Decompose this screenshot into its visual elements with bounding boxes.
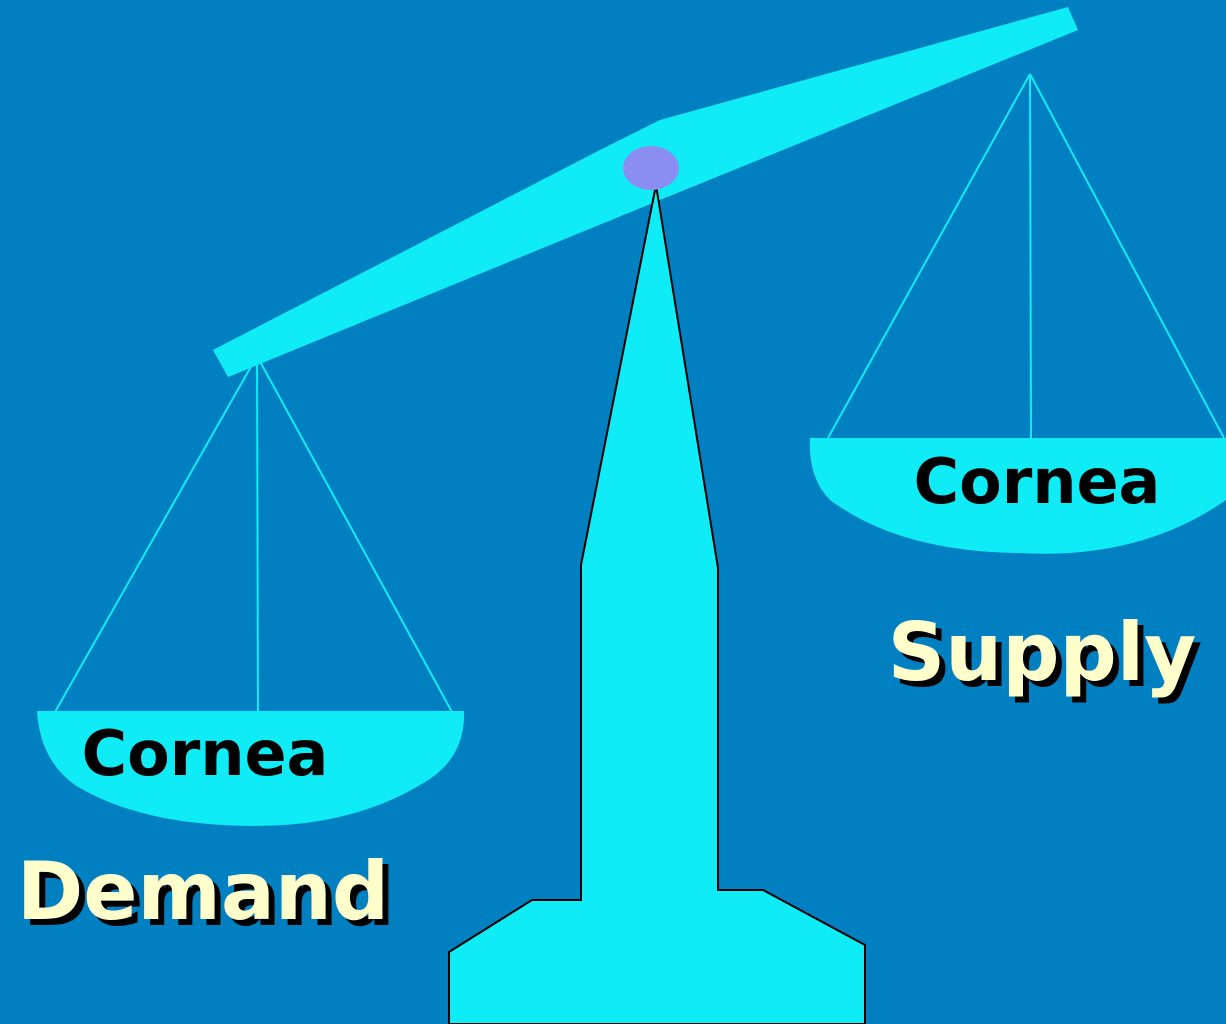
demand-caption-shadow: Demand [23, 851, 395, 944]
right-pan [809, 438, 1226, 554]
supply-caption-shadow: Supply [894, 612, 1203, 705]
right-pan-strings [827, 73, 1225, 439]
demand-caption-text: Demand [17, 845, 389, 938]
left-pan [37, 711, 465, 827]
pivot-circle [623, 146, 679, 190]
supply-caption-text: Supply [888, 606, 1197, 699]
scale-beam [213, 7, 1078, 377]
supply-caption: Supply Supply [888, 606, 1203, 705]
left-pan-strings [54, 355, 453, 713]
left-pan-label: Cornea [82, 717, 329, 790]
demand-caption: Demand Demand [17, 845, 395, 944]
right-pan-label: Cornea [914, 445, 1161, 518]
scale-stand [448, 184, 866, 1024]
